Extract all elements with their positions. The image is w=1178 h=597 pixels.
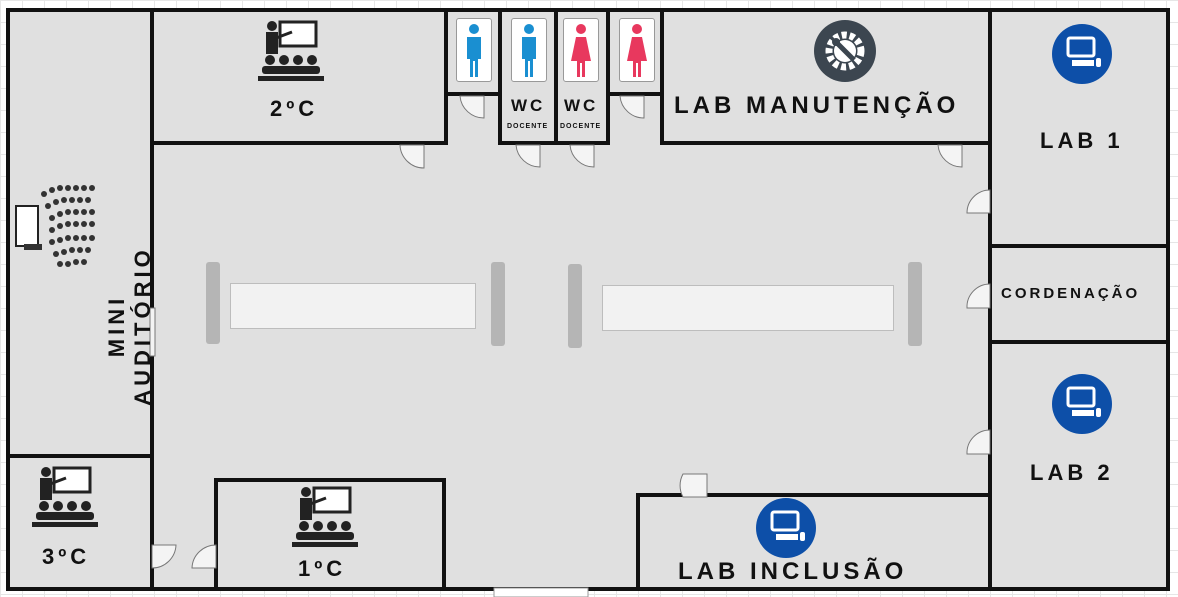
door bbox=[619, 95, 645, 119]
lab-inclusao-label: LAB INCLUSÃO bbox=[678, 558, 908, 585]
wc-docente-2-sublabel: DOCENTE bbox=[560, 123, 602, 130]
classroom-2c-label: 2ºC bbox=[270, 96, 319, 121]
lab-inclusao-room bbox=[636, 493, 992, 591]
pillar bbox=[568, 264, 582, 348]
mini-auditorium-room bbox=[6, 8, 154, 458]
door bbox=[459, 95, 485, 119]
lab-manutencao-label: LAB MANUTENÇÃO bbox=[674, 92, 960, 119]
mini-auditorium-label: MINI AUDITÓRIO bbox=[104, 236, 156, 416]
bench bbox=[602, 285, 894, 331]
classroom-3c-label: 3ºC bbox=[42, 544, 91, 569]
mini-auditorium-label-line1: MINI bbox=[104, 294, 129, 358]
mini-auditorium-label-line2: AUDITÓRIO bbox=[130, 246, 155, 406]
classroom-1c-label: 1ºC bbox=[298, 556, 347, 581]
door bbox=[937, 144, 963, 168]
computer-workstation-icon bbox=[756, 498, 816, 558]
door bbox=[399, 144, 425, 169]
door bbox=[966, 283, 991, 309]
bench bbox=[230, 283, 476, 329]
door bbox=[191, 544, 217, 569]
door bbox=[966, 189, 991, 214]
lab-2-label: LAB 2 bbox=[1030, 460, 1114, 485]
computer-workstation-icon bbox=[1052, 374, 1112, 434]
teacher-classroom-icon bbox=[32, 466, 98, 527]
wc-docente-2-label: WC bbox=[564, 96, 599, 115]
pillar bbox=[206, 262, 220, 344]
wc-docente-1-sublabel: DOCENTE bbox=[507, 123, 549, 130]
door bbox=[515, 144, 541, 168]
teacher-classroom-icon bbox=[258, 20, 324, 81]
door bbox=[149, 307, 156, 357]
door bbox=[966, 429, 991, 455]
female-restroom-icon bbox=[619, 18, 655, 82]
cordenacao-label: CORDENAÇÃO bbox=[1001, 285, 1141, 302]
female-restroom-icon bbox=[563, 18, 599, 82]
pillar bbox=[908, 262, 922, 346]
wc-docente-1-label: WC bbox=[511, 96, 546, 115]
male-restroom-icon bbox=[456, 18, 492, 82]
computer-workstation-icon bbox=[1052, 24, 1112, 84]
gear-wrench-icon bbox=[814, 20, 876, 82]
door bbox=[679, 473, 708, 498]
teacher-classroom-icon bbox=[292, 486, 358, 547]
male-restroom-icon bbox=[511, 18, 547, 82]
pillar bbox=[491, 262, 505, 346]
door bbox=[569, 144, 595, 168]
door bbox=[151, 544, 177, 569]
lab-1-label: LAB 1 bbox=[1040, 128, 1124, 153]
auditorium-seating-icon bbox=[15, 185, 95, 267]
